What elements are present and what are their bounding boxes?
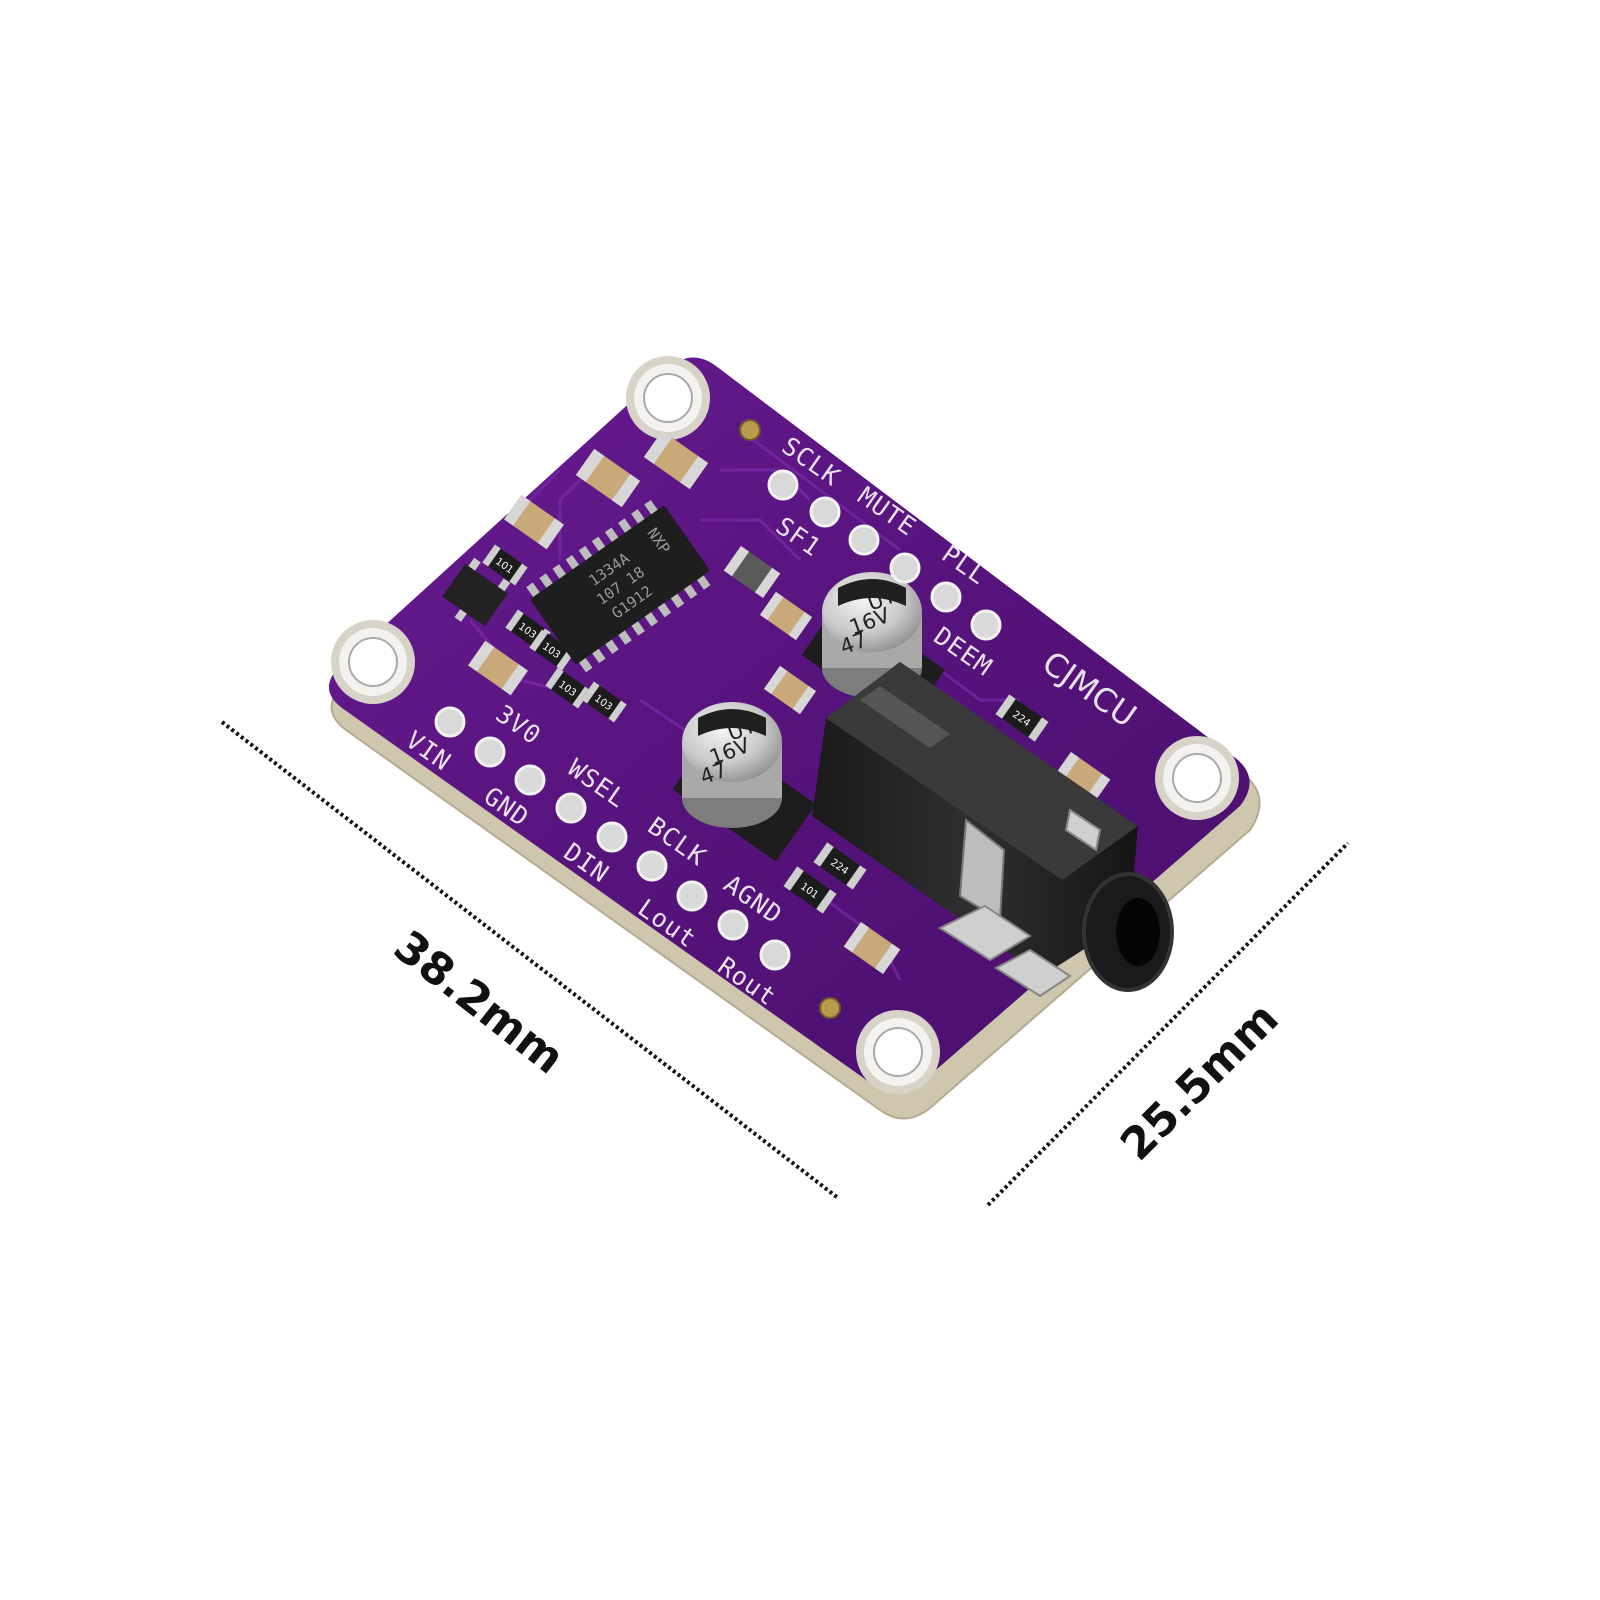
length-dimension-label: 38.2mm <box>384 921 573 1084</box>
electrolytic-capacitor-2: UT 16V 47 <box>672 702 817 862</box>
via-top <box>739 419 761 441</box>
transistor-chip <box>442 557 511 627</box>
dimension-lines <box>220 720 1350 1207</box>
smd-resistors: 101 103 103 103 103 224 224 101 <box>482 544 1049 914</box>
audio-jack <box>812 662 1174 998</box>
pin-holes-top <box>767 469 1002 641</box>
dac-chip: NXP 1334A 107 18 G1912 <box>526 499 711 673</box>
mounting-holes <box>331 356 1239 1094</box>
pin-holes-bottom <box>434 706 791 971</box>
width-dimension-label: 25.5mm <box>1111 993 1289 1171</box>
smd-capacitors <box>468 430 1111 975</box>
length-dimension-line <box>220 720 840 1200</box>
via-bottom <box>819 997 841 1019</box>
width-dimension-line <box>986 841 1350 1207</box>
